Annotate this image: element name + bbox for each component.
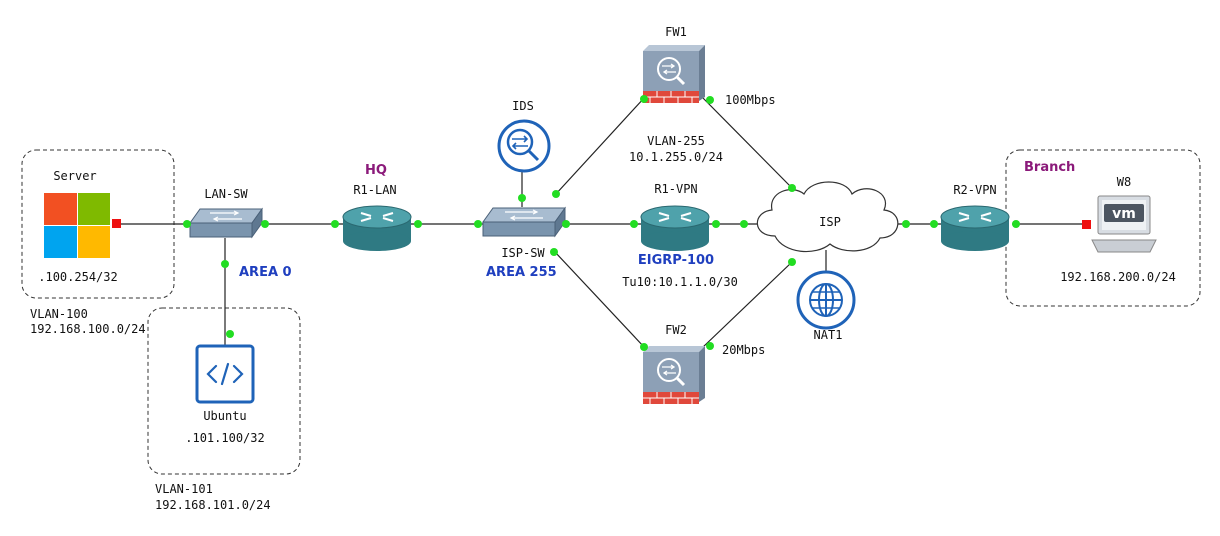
branch-network-label: 192.168.200.0/24 bbox=[1060, 270, 1176, 284]
link-dot bbox=[930, 220, 938, 228]
ubuntu-group-box bbox=[147, 307, 301, 475]
access-port bbox=[112, 219, 121, 228]
link-dot bbox=[630, 220, 638, 228]
fw2-bandwidth-label: 20Mbps bbox=[722, 343, 765, 357]
links bbox=[117, 96, 1086, 349]
node-label-server: Server bbox=[53, 169, 96, 183]
link-dot bbox=[902, 220, 910, 228]
link-dot bbox=[474, 220, 482, 228]
router-icon[interactable] bbox=[940, 205, 1010, 251]
link-endpoint-dots bbox=[183, 95, 1020, 351]
firewall-icon[interactable] bbox=[643, 45, 705, 103]
server-ip-label: .100.254/32 bbox=[38, 270, 117, 284]
node-label-r1-vpn: R1-VPN bbox=[654, 182, 697, 196]
vlan101-name-label: VLAN-101 bbox=[155, 482, 213, 496]
switch-icon[interactable] bbox=[482, 206, 566, 238]
link-dot bbox=[706, 96, 714, 104]
vlan100-name-label: VLAN-100 bbox=[30, 307, 88, 321]
node-label-isp-sw: ISP-SW bbox=[501, 246, 545, 260]
link-isp-sw-fw1 bbox=[554, 96, 646, 196]
link-fw2-isp bbox=[701, 261, 793, 349]
vlan255-network-label: 10.1.255.0/24 bbox=[629, 150, 723, 164]
link-dot bbox=[183, 220, 191, 228]
link-dot bbox=[788, 258, 796, 266]
node-label-r1-lan: R1-LAN bbox=[353, 183, 396, 197]
link-dot bbox=[712, 220, 720, 228]
area0-label: AREA 0 bbox=[239, 265, 292, 280]
link-dot bbox=[261, 220, 269, 228]
link-dot bbox=[640, 343, 648, 351]
link-dot bbox=[550, 248, 558, 256]
link-fw1-isp bbox=[701, 96, 793, 189]
link-dot bbox=[414, 220, 422, 228]
access-port-squares bbox=[112, 219, 1091, 229]
vlan101-network-label: 192.168.101.0/24 bbox=[155, 498, 271, 512]
area255-label: AREA 255 bbox=[486, 265, 557, 280]
link-dot bbox=[1012, 220, 1020, 228]
link-dot bbox=[640, 95, 648, 103]
node-label-ids: IDS bbox=[512, 99, 534, 113]
switch-icon[interactable] bbox=[189, 207, 263, 239]
link-dot bbox=[706, 342, 714, 350]
tunnel-label: Tu10:10.1.1.0/30 bbox=[622, 275, 738, 289]
link-dot bbox=[788, 184, 796, 192]
ubuntu-ip-label: .101.100/32 bbox=[185, 431, 264, 445]
node-label-nat1: NAT1 bbox=[814, 328, 843, 342]
eigrp-label: EIGRP-100 bbox=[638, 253, 714, 268]
windows-logo-icon[interactable] bbox=[44, 193, 110, 258]
link-dot bbox=[331, 220, 339, 228]
link-dot bbox=[740, 220, 748, 228]
globe-icon[interactable] bbox=[796, 270, 856, 330]
vm-monitor-icon[interactable]: vm bbox=[1091, 195, 1157, 253]
node-label-w8: W8 bbox=[1117, 175, 1131, 189]
access-port bbox=[1082, 220, 1091, 229]
hq-site-label: HQ bbox=[365, 163, 387, 178]
link-dot bbox=[226, 330, 234, 338]
node-label-lan-sw: LAN-SW bbox=[204, 187, 248, 201]
node-label-ubuntu: Ubuntu bbox=[203, 409, 246, 423]
firewall-icon[interactable] bbox=[643, 346, 705, 404]
link-isp-sw-fw2 bbox=[554, 251, 646, 349]
vlan100-network-label: 192.168.100.0/24 bbox=[30, 322, 146, 336]
cloud-icon[interactable] bbox=[756, 181, 899, 253]
node-label-r2-vpn: R2-VPN bbox=[953, 183, 996, 197]
router-icon[interactable] bbox=[342, 205, 412, 251]
magnifier-arrows-icon[interactable] bbox=[497, 119, 551, 173]
link-dot bbox=[221, 260, 229, 268]
node-label-isp: ISP bbox=[819, 215, 841, 229]
fw1-bandwidth-label: 100Mbps bbox=[725, 93, 776, 107]
node-label-fw2: FW2 bbox=[665, 323, 687, 337]
link-dot bbox=[552, 190, 560, 198]
vlan255-name-label: VLAN-255 bbox=[647, 134, 705, 148]
link-dot bbox=[518, 194, 526, 202]
link-dot bbox=[562, 220, 570, 228]
code-brackets-icon[interactable] bbox=[195, 344, 255, 404]
node-label-fw1: FW1 bbox=[665, 25, 687, 39]
branch-site-label: Branch bbox=[1024, 160, 1075, 175]
router-icon[interactable] bbox=[640, 205, 710, 251]
vm-badge: vm bbox=[1112, 206, 1136, 222]
